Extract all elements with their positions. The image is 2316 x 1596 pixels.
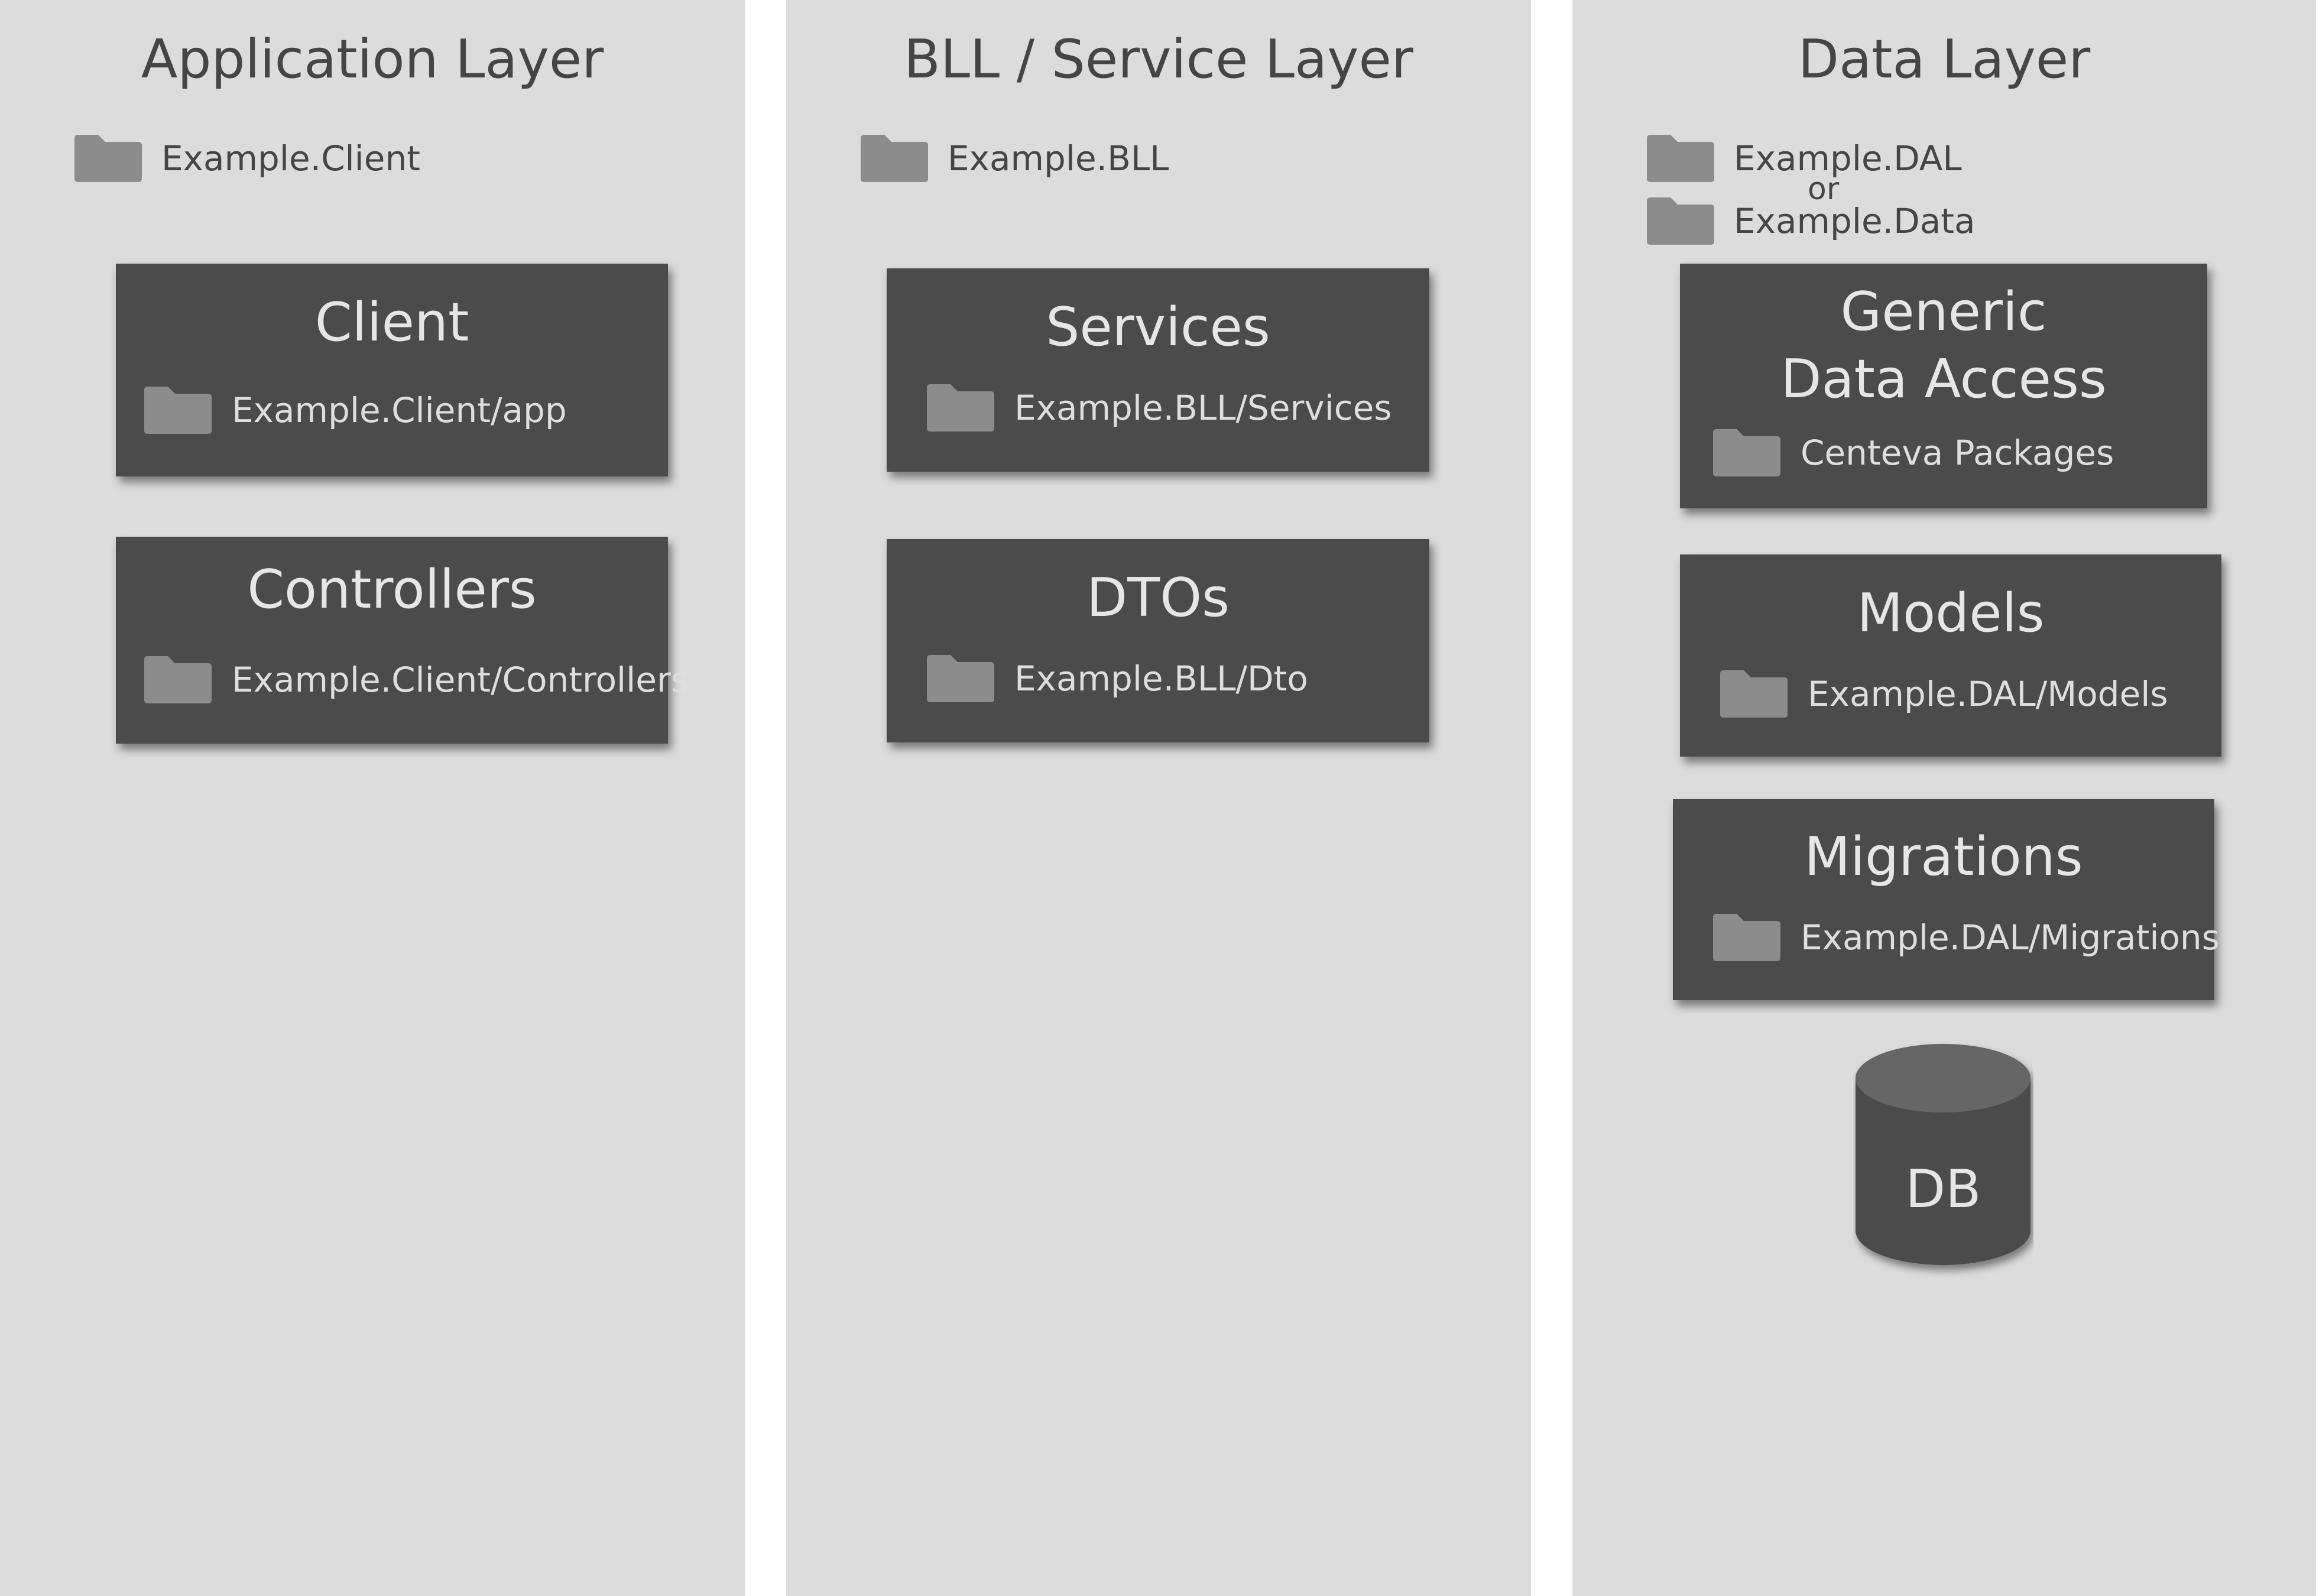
services-box: Services Example.BLL/Services [887,268,1429,472]
models-box-title: Models [1857,582,2045,644]
db-label: DB [1905,1159,1981,1219]
generic-data-access-title-line2: Data Access [1780,348,2107,410]
dtos-box-path: Example.BLL/Dto [1014,658,1308,699]
migrations-box: Migrations Example.DAL/Migrations [1673,799,2220,1000]
application-root-folder: Example.Client [74,135,420,182]
controllers-box-path-line: Example.Client/Controllers [144,656,689,703]
client-box-path: Example.Client/app [232,390,567,430]
or-label: or [1808,171,1840,207]
dtos-box-title: DTOs [1086,567,1230,629]
folder-icon [74,135,142,182]
folder-icon [1713,429,1780,476]
data-layer-title: Data Layer [1798,28,2091,90]
data-root-folder-data-label: Example.Data [1734,201,1976,241]
generic-data-access-box: Generic Data Access Centeva Packages [1680,264,2207,508]
controllers-box-path: Example.Client/Controllers [232,660,689,700]
generic-data-access-path-line: Centeva Packages [1713,429,2114,476]
application-layer-title: Application Layer [141,28,604,90]
bll-layer-title: BLL / Service Layer [904,28,1413,90]
application-layer-column: Application Layer [0,0,745,1596]
models-box-path-line: Example.DAL/Models [1720,670,2168,718]
database-cylinder-icon [1856,1044,2030,1265]
folder-icon [927,384,994,432]
client-box: Client Example.Client/app [116,264,668,476]
controllers-box: Controllers Example.Client/Controllers [116,537,689,744]
folder-icon [144,387,212,434]
migrations-box-path-line: Example.DAL/Migrations [1713,914,2220,961]
data-root-folder-dal-label: Example.DAL [1734,138,1962,179]
data-root-folder-data: Example.Data [1647,197,1976,245]
folder-icon [1647,197,1714,245]
migrations-box-title: Migrations [1804,826,2083,888]
folder-icon [1720,670,1788,718]
folder-icon [1647,135,1714,182]
services-box-path-line: Example.BLL/Services [927,384,1392,432]
generic-data-access-title-line1: Generic [1840,281,2047,343]
models-box: Models Example.DAL/Models [1680,554,2221,757]
migrations-box-path: Example.DAL/Migrations [1801,917,2220,958]
data-root-folder-dal: Example.DAL [1647,135,1962,182]
application-root-folder-label: Example.Client [161,138,420,179]
folder-icon [144,656,212,703]
controllers-box-title: Controllers [247,559,537,621]
services-box-title: Services [1046,296,1270,358]
dtos-box-path-line: Example.BLL/Dto [927,655,1308,702]
generic-data-access-path: Centeva Packages [1801,433,2114,473]
bll-service-layer-column: BLL / Service Layer [786,0,1531,1596]
models-box-path: Example.DAL/Models [1808,674,2168,714]
folder-icon [1713,914,1780,961]
dtos-box: DTOs Example.BLL/Dto [887,539,1429,742]
client-box-path-line: Example.Client/app [144,387,567,434]
folder-icon [861,135,928,182]
bll-root-folder: Example.BLL [861,135,1169,182]
client-box-title: Client [314,291,469,353]
bll-root-folder-label: Example.BLL [948,138,1169,179]
services-box-path: Example.BLL/Services [1014,388,1392,428]
folder-icon [927,655,994,702]
